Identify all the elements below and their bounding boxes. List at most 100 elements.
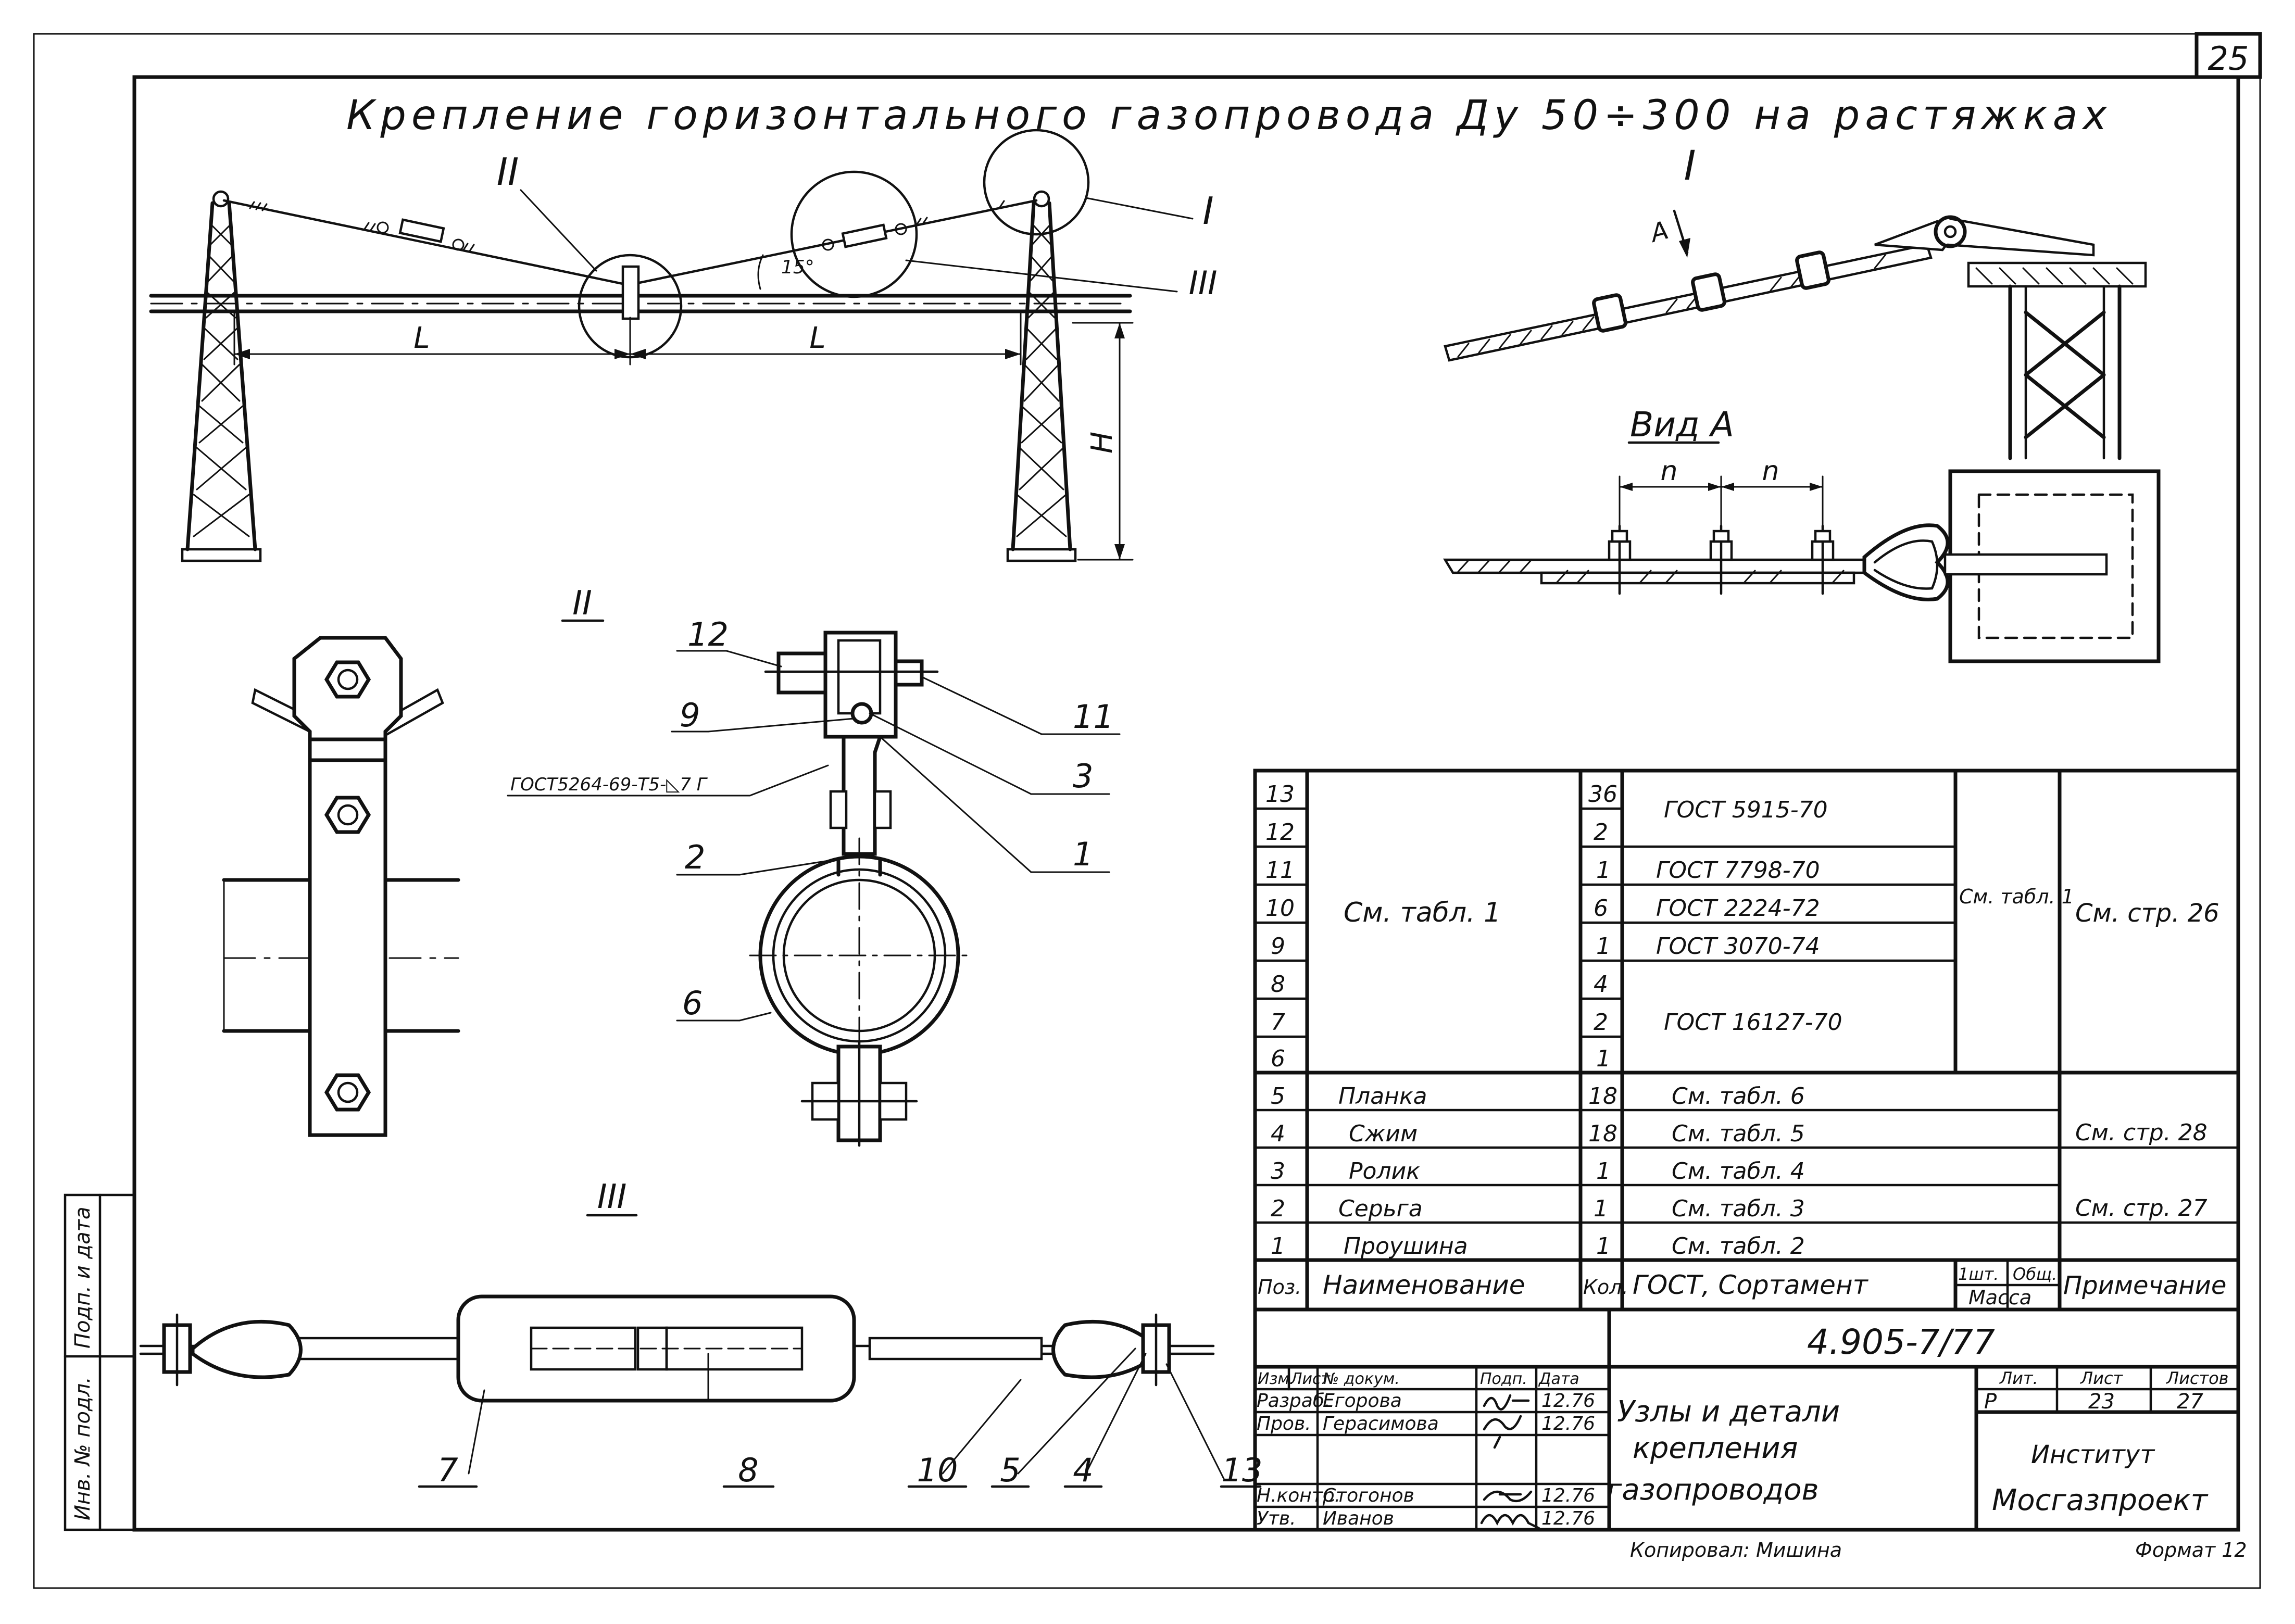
tb-role-prov: Пров. (1257, 1413, 1311, 1434)
view-A: Вид А n n (1443, 405, 2161, 663)
gost-10: ГОСТ 2224-72 (1656, 895, 1820, 922)
callout-12: 12 (687, 615, 729, 653)
group-mass: См. табл. 1 (1959, 885, 2074, 908)
tb-sheets-label: Листов (2166, 1368, 2229, 1388)
callout-8: 8 (738, 1451, 758, 1489)
callout-II-label: II (497, 150, 519, 194)
detail-III: III (139, 1178, 1262, 1489)
callout-I-label: I (1202, 189, 1213, 233)
callout-5: 5 (1000, 1451, 1020, 1489)
gost-9: ГОСТ 3070-74 (1656, 933, 1820, 960)
org-2: Мосгазпроект (1992, 1483, 2209, 1517)
dim-n-1: n (1661, 456, 1678, 487)
detail-III-label: III (597, 1178, 627, 1216)
callout-III-label: III (1189, 264, 1218, 302)
clamp-2 (1691, 272, 1726, 312)
spec-table: 13 12 11 10 9 8 7 6 5 4 3 2 1 36 2 1 6 1… (1253, 769, 2240, 1312)
hdr-name: Наименование (1323, 1270, 1525, 1300)
side-stamp-inv: Инв. № подл. (71, 1377, 95, 1520)
tb-date-utv: 12.76 (1541, 1508, 1595, 1529)
callout-6: 6 (682, 984, 703, 1022)
detail-II-label: II (572, 584, 592, 623)
detail-I-label: I (1684, 143, 1696, 190)
name-4: Сжим (1349, 1121, 1418, 1147)
qty-6: 1 (1596, 1046, 1611, 1072)
side-stamp-sign: Подп. и дата (71, 1207, 95, 1349)
callout-10: 10 (917, 1451, 958, 1489)
callout-11: 11 (1073, 698, 1114, 736)
weld-note: ГОСТ5264-69-Т5-◺7 Г (510, 774, 708, 795)
gost-5: См. табл. 6 (1672, 1083, 1805, 1110)
format: Формат 12 (2135, 1539, 2247, 1562)
gost-1: См. табл. 2 (1672, 1233, 1805, 1260)
org-1: Институт (2031, 1440, 2155, 1469)
qty-4: 18 (1588, 1121, 1617, 1147)
tb-lit: Р (1984, 1390, 1997, 1414)
tb-name-prov: Герасимова (1323, 1413, 1439, 1434)
hdr-gost: ГОСТ, Сортамент (1633, 1270, 1869, 1300)
tb-head-izm: Изм. (1258, 1370, 1295, 1388)
gost-13: ГОСТ 5915-70 (1664, 797, 1828, 823)
tb-role-utv: Утв. (1257, 1508, 1296, 1529)
tb-head-date: Дата (1538, 1370, 1579, 1388)
qty-9: 1 (1596, 933, 1611, 960)
title-block: 4.905-7/77 Узлы и детали крепления газоп… (1253, 1307, 2247, 1562)
tb-sheet-label: Лист (2080, 1368, 2123, 1388)
pos-1: 1 (1271, 1233, 1285, 1260)
qty-1: 1 (1596, 1233, 1611, 1260)
tb-role-nkontr: Н.контр. (1257, 1485, 1340, 1506)
tb-sheets: 27 (2177, 1390, 2203, 1414)
hdr-pos: Поз. (1258, 1276, 1301, 1299)
detail-II: II (222, 584, 605, 1137)
tb-name-utv: Иванов (1323, 1508, 1394, 1529)
qty-10: 6 (1594, 895, 1608, 922)
drawing-title: Крепление горизонтального газопровода Ду… (346, 92, 2112, 139)
overall-view: II I III 15° L L H (149, 129, 1218, 562)
pos-3: 3 (1271, 1158, 1285, 1185)
callout-7: 7 (437, 1451, 458, 1489)
hdr-mass-unit: 1шт. (1958, 1264, 1999, 1284)
callout-1: 1 (1073, 835, 1093, 873)
side-stamp: Инв. № подл. Подп. и дата (64, 1193, 136, 1531)
tb-name-razrab: Егорова (1323, 1390, 1402, 1412)
group-note: См. стр. 26 (2075, 899, 2219, 928)
tb-date-nkontr: 12.76 (1541, 1485, 1595, 1506)
name-2: Серьга (1338, 1195, 1423, 1222)
copied-by: Копировал: Мишина (1630, 1539, 1842, 1562)
gost-7: ГОСТ 16127-70 (1664, 1009, 1842, 1036)
pos-12: 12 (1265, 819, 1295, 846)
qty-3: 1 (1596, 1158, 1611, 1185)
right-tower (1006, 190, 1077, 562)
detail-I: I A (1444, 143, 2147, 460)
pos-5: 5 (1271, 1083, 1285, 1110)
angle-label: 15° (781, 257, 814, 278)
callout-3: 3 (1073, 757, 1093, 795)
left-tower (181, 190, 262, 562)
clamp-1 (1592, 293, 1627, 333)
tb-head-list: Лист (1290, 1370, 1331, 1388)
qty-8: 4 (1594, 971, 1608, 998)
hdr-mass-total: Общ. (2013, 1264, 2057, 1284)
pos-2: 2 (1271, 1195, 1285, 1222)
qty-11: 1 (1596, 857, 1611, 884)
gost-4: См. табл. 5 (1672, 1121, 1805, 1147)
note-27: См. стр. 27 (2075, 1195, 2208, 1222)
pos-10: 10 (1265, 895, 1295, 922)
dim-H: H (1085, 432, 1119, 454)
pos-6: 6 (1271, 1046, 1285, 1072)
tb-head-sign: Подп. (1480, 1370, 1527, 1388)
doc-title-1: Узлы и детали (1617, 1395, 1840, 1429)
tb-date-prov: 12.76 (1541, 1413, 1595, 1434)
tb-sheet: 23 (2088, 1390, 2115, 1414)
detail-II-front: 12 9 11 3 2 1 6 ГОСТ5264-69-Т5-◺7 Г (507, 615, 1121, 1147)
name-5: Планка (1338, 1083, 1427, 1110)
tb-name-nkontr: Стогонов (1323, 1485, 1414, 1506)
qty-12: 2 (1594, 819, 1608, 846)
dim-L-right: L (809, 321, 825, 355)
pos-9: 9 (1271, 933, 1285, 960)
pos-4: 4 (1271, 1121, 1285, 1147)
pos-7: 7 (1271, 1009, 1285, 1036)
dim-L-left: L (413, 321, 430, 355)
name-3: Ролик (1349, 1158, 1420, 1185)
signatures (1480, 1394, 1540, 1530)
